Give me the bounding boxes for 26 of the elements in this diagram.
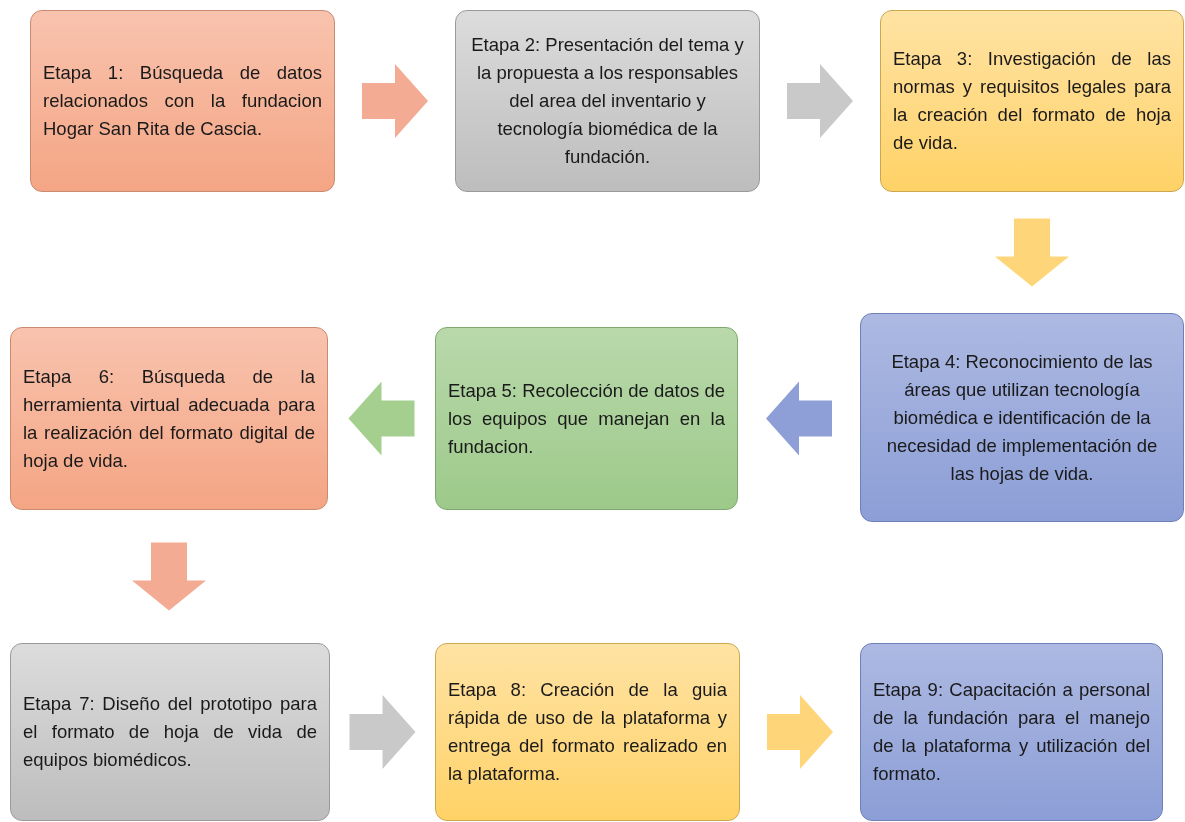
stage-box <box>455 10 760 192</box>
stage-text: Etapa 5: Recolección de datos de los equipos que manejan en la fundacion. <box>448 378 725 459</box>
block-arrow <box>766 381 832 456</box>
stage-text: Etapa 2: Presentación del tema y la propuesta a los responsables del area del inventario y tecnología biomédica de la fundación. <box>470 33 745 169</box>
stage-box <box>860 313 1184 522</box>
block-arrow <box>349 695 416 769</box>
stage-text: Etapa 9: Capacitación a personal de la fundación para el manejo de la plataforma y utilización del formato. <box>873 678 1150 786</box>
block-arrow <box>362 64 428 138</box>
stage-text: Etapa 1: Búsqueda de datos relacionados con la fundacion Hogar San Rita de Cascia. <box>43 61 322 141</box>
stage-text: Etapa 6: Búsqueda de la herramienta virtual adecuada para la realización del formato digital de hoja de vida. <box>23 364 315 473</box>
stage-box <box>860 643 1163 821</box>
stage-text: Etapa 4: Reconocimiento de las áreas que utilizan tecnología biomédica e identificación de la necesidad de implementación de las hojas de vida. <box>885 349 1159 486</box>
stage-box <box>435 327 738 510</box>
block-arrow <box>767 695 833 769</box>
block-arrow <box>132 542 206 611</box>
stage-text: Etapa 7: Diseño del prototipo para el formato de hoja de vida de equipos biomédicos. <box>23 692 317 772</box>
block-arrow <box>995 218 1069 287</box>
stage-text: Etapa 8: Creación de la guia rápida de uso de la plataforma y entrega del formato realizado en la plataforma. <box>448 678 727 786</box>
stage-text: Etapa 3: Investigación de las normas y requisitos legales para la creación del formato de hoja de vida. <box>893 47 1171 155</box>
stage-box <box>30 10 335 192</box>
stage-box <box>435 643 740 821</box>
stage-box <box>10 643 330 821</box>
block-arrow <box>787 64 853 138</box>
stage-box <box>880 10 1184 192</box>
stage-box <box>10 327 328 510</box>
block-arrow <box>348 381 415 456</box>
